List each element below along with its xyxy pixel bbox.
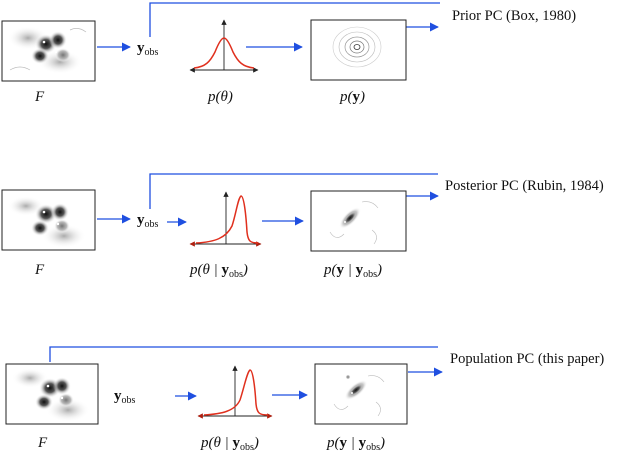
- y-predictive-image: [310, 190, 407, 252]
- prior-density-plot: [189, 19, 259, 73]
- theta-label: p(θ): [207, 89, 233, 105]
- y-predictive-image: [314, 363, 408, 425]
- yobs-label: yobs: [114, 388, 136, 406]
- yobs-label: yobs: [137, 212, 159, 230]
- row-prior: F yobs Prior PC (Box, 1980) p(θ) p(y): [1, 2, 576, 105]
- theta-label: p(θ | yobs): [200, 435, 259, 451]
- population-density-plot: [197, 365, 273, 419]
- yobs-label: yobs: [137, 40, 159, 58]
- f-heatmap-image: [5, 363, 99, 425]
- posterior-density-plot: [189, 191, 262, 247]
- f-heatmap-image: [1, 189, 96, 251]
- row-posterior: F yobs Posterior PC (Rubin, 1984) p(θ | …: [1, 173, 604, 280]
- arrow-bracket-line: [149, 2, 440, 37]
- f-heatmap-image: [1, 20, 96, 82]
- arrow-bracket-line: [149, 173, 438, 209]
- y-predictive-image: [310, 19, 407, 81]
- arrow-bracket-line: [49, 346, 438, 362]
- y-density-label: p(y | yobs): [323, 262, 382, 280]
- row-population: F yobs Population PC (this paper) p(θ | …: [5, 346, 604, 451]
- theta-label: p(θ | yobs): [189, 262, 248, 280]
- pc-label: Posterior PC (Rubin, 1984): [445, 178, 604, 194]
- y-density-label: p(y | yobs): [326, 435, 385, 451]
- f-label: F: [34, 89, 45, 105]
- y-density-label: p(y): [339, 89, 365, 105]
- f-label: F: [37, 435, 48, 451]
- pc-label: Prior PC (Box, 1980): [452, 8, 576, 24]
- f-label: F: [34, 262, 45, 278]
- pc-label: Population PC (this paper): [450, 351, 604, 367]
